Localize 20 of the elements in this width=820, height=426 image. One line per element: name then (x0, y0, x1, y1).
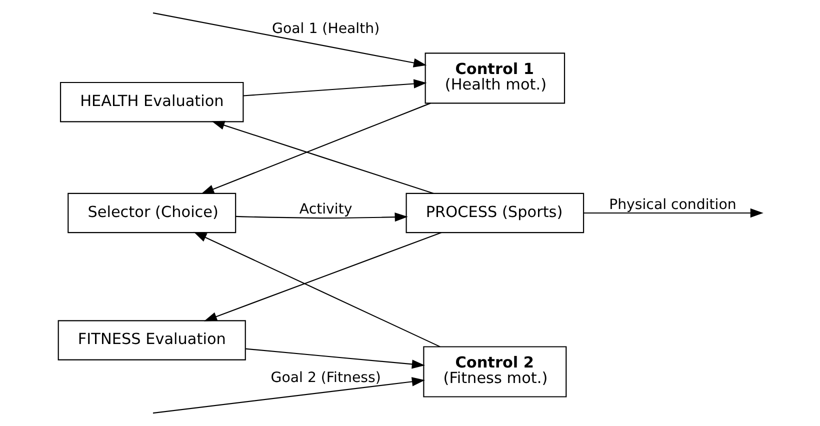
arrow (200, 102, 430, 194)
edge-label: Physical condition (608, 197, 736, 214)
arrow (203, 232, 441, 322)
arrow (152, 12, 426, 68)
node-box: HEALTH Evaluation (59, 82, 244, 122)
edge-label: Activity (298, 201, 352, 218)
arrow (583, 208, 763, 218)
arrow (152, 377, 424, 414)
node-box: Control 2 (Fitness mot.) (422, 346, 566, 398)
edge-label: Goal 1 (Health) (272, 20, 380, 37)
arrow (245, 348, 424, 369)
edge-label: Goal 2 (Fitness) (270, 370, 380, 386)
arrow (235, 212, 408, 222)
arrow (211, 120, 434, 194)
node-box: Selector (Choice) (67, 192, 236, 234)
arrow (242, 79, 426, 96)
node-box: Control 1 (Health mot.) (424, 52, 565, 104)
node-box: FITNESS Evaluation (57, 320, 246, 360)
arrow (193, 232, 440, 348)
node-box: PROCESS (Sports) (405, 192, 584, 234)
